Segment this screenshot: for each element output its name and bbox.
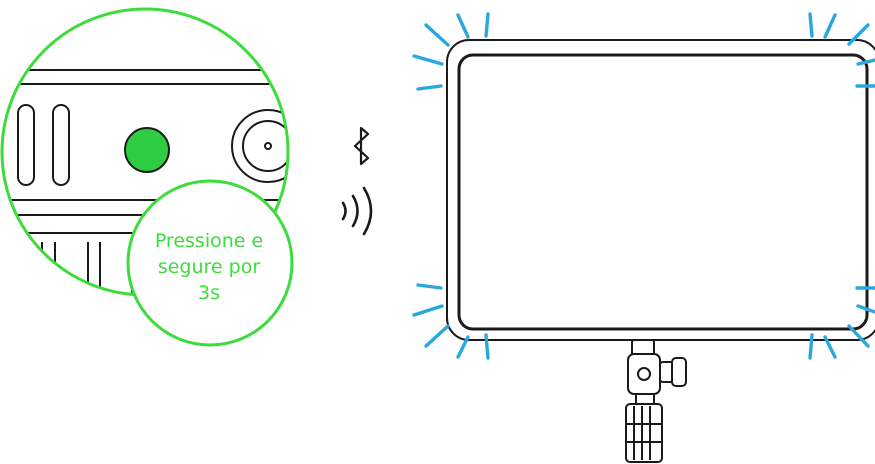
callout-line-2: segure por	[157, 256, 261, 278]
bluetooth-icon	[353, 126, 370, 166]
wireless-signal-icon	[341, 186, 373, 236]
panel-mount	[625, 339, 687, 463]
light-panel	[446, 39, 875, 341]
power-button-icon	[124, 127, 170, 173]
callout-line-3: 3s	[198, 282, 220, 304]
callout-text: Pressione e segure por 3s	[134, 228, 284, 306]
callout-bubble	[126, 179, 294, 347]
callout-line-1: Pressione e	[154, 230, 264, 252]
glow-rays	[412, 12, 875, 360]
